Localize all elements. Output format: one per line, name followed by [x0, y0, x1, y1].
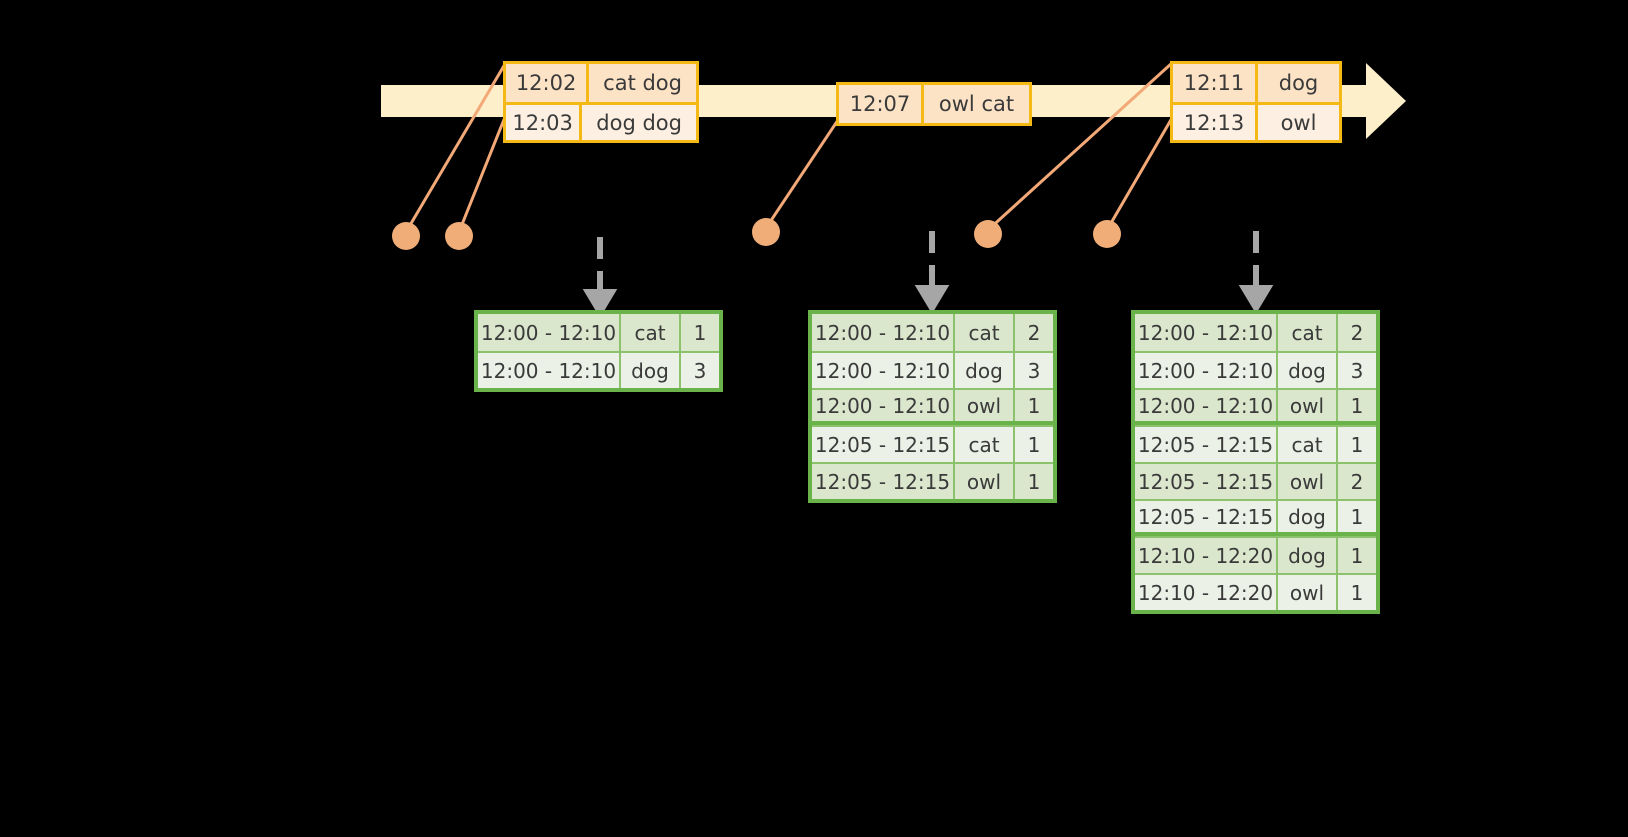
cell-key: owl	[955, 390, 1015, 421]
cell-window: 12:10 - 12:20	[1135, 538, 1278, 573]
cell-key: dog	[1278, 538, 1338, 573]
table-row[interactable]: 12:00 - 12:10 cat 2	[812, 314, 1053, 351]
cell-window: 12:05 - 12:15	[812, 464, 955, 499]
event-row[interactable]: 12:03 dog dog	[506, 102, 696, 140]
cell-window: 12:05 - 12:15	[1135, 464, 1278, 499]
table-row[interactable]: 12:10 - 12:20 dog 1	[1135, 536, 1376, 573]
cell-window: 12:00 - 12:10	[478, 353, 621, 388]
event-time: 12:13	[1173, 105, 1258, 140]
event-row[interactable]: 12:11 dog	[1173, 64, 1339, 102]
cell-window: 12:05 - 12:15	[1135, 501, 1278, 532]
event-time: 12:11	[1173, 64, 1258, 102]
cell-count: 3	[1027, 358, 1041, 383]
cell-window: 12:00 - 12:10	[1135, 314, 1278, 351]
event-connector-lines	[404, 61, 1174, 234]
event-time: 12:02	[506, 64, 590, 102]
table-row[interactable]: 12:00 - 12:10 dog 3	[1135, 351, 1376, 388]
cell-key: owl	[1278, 464, 1338, 499]
cell-count: 1	[1350, 432, 1364, 457]
result-table-2[interactable]: 12:00 - 12:10 cat 2 12:00 - 12:10 dog 3 …	[808, 310, 1057, 503]
result-flow-arrows	[582, 231, 1274, 318]
table-row[interactable]: 12:05 - 12:15 cat 1	[1135, 425, 1376, 462]
result-table-1[interactable]: 12:00 - 12:10 cat 1 12:00 - 12:10 dog 3	[474, 310, 723, 392]
event-box-1[interactable]: 12:02 cat dog 12:03 dog dog	[503, 61, 699, 143]
event-row[interactable]: 12:02 cat dog	[506, 64, 696, 102]
cell-window: 12:00 - 12:10	[812, 353, 955, 388]
event-sample-dots	[392, 218, 1121, 250]
event-dot-2	[445, 222, 473, 250]
table-row[interactable]: 12:00 - 12:10 dog 3	[812, 351, 1053, 388]
cell-window: 12:05 - 12:15	[1135, 427, 1278, 462]
table-row[interactable]: 12:05 - 12:15 cat 1	[812, 425, 1053, 462]
cell-key: cat	[955, 427, 1015, 462]
table-row[interactable]: 12:00 - 12:10 cat 1	[478, 314, 719, 351]
cell-window: 12:00 - 12:10	[478, 314, 621, 351]
event-time: 12:03	[506, 105, 583, 140]
cell-key: cat	[1278, 427, 1338, 462]
flow-arrow-1	[582, 237, 618, 318]
cell-window: 12:00 - 12:10	[812, 314, 955, 351]
event-row[interactable]: 12:07 owl cat	[839, 85, 1029, 123]
cell-key: cat	[621, 314, 681, 351]
cell-key: dog	[1278, 353, 1338, 388]
cell-key: dog	[621, 353, 681, 388]
event-dot-4	[974, 220, 1002, 248]
cell-count: 2	[1350, 320, 1364, 345]
cell-count: 1	[1027, 469, 1041, 494]
cell-key: dog	[1278, 501, 1338, 532]
table-row[interactable]: 12:00 - 12:10 owl 1	[1135, 388, 1376, 425]
table-row[interactable]: 12:00 - 12:10 owl 1	[812, 388, 1053, 425]
cell-count: 2	[1027, 320, 1041, 345]
event-payload: dog dog	[596, 110, 682, 135]
result-table-3[interactable]: 12:00 - 12:10 cat 2 12:00 - 12:10 dog 3 …	[1131, 310, 1380, 614]
cell-count: 2	[1350, 469, 1364, 494]
cell-window: 12:10 - 12:20	[1135, 575, 1278, 610]
event-payload: cat dog	[603, 71, 682, 95]
table-row[interactable]: 12:05 - 12:15 owl 1	[812, 462, 1053, 499]
event-row[interactable]: 12:13 owl	[1173, 102, 1339, 140]
table-row[interactable]: 12:10 - 12:20 owl 1	[1135, 573, 1376, 610]
cell-window: 12:05 - 12:15	[812, 427, 955, 462]
table-row[interactable]: 12:05 - 12:15 owl 2	[1135, 462, 1376, 499]
event-dot-3	[752, 218, 780, 246]
table-row[interactable]: 12:00 - 12:10 cat 2	[1135, 314, 1376, 351]
cell-key: owl	[1278, 390, 1338, 421]
cell-key: cat	[1278, 314, 1338, 351]
event-box-2[interactable]: 12:07 owl cat	[836, 82, 1032, 126]
flow-arrow-3	[1238, 231, 1274, 314]
cell-key: cat	[955, 314, 1015, 351]
event-payload: owl	[1280, 110, 1317, 135]
event-payload: dog	[1278, 71, 1319, 95]
cell-key: dog	[955, 353, 1015, 388]
cell-count: 1	[1350, 543, 1364, 568]
event-dot-1	[392, 222, 420, 250]
event-dot-5	[1093, 220, 1121, 248]
cell-window: 12:00 - 12:10	[1135, 390, 1278, 421]
cell-window: 12:00 - 12:10	[812, 390, 955, 421]
cell-count: 1	[1350, 504, 1364, 529]
cell-count: 3	[693, 358, 707, 383]
cell-count: 1	[1027, 393, 1041, 418]
cell-key: owl	[955, 464, 1015, 499]
cell-key: owl	[1278, 575, 1338, 610]
cell-count: 1	[1350, 393, 1364, 418]
cell-count: 1	[1350, 580, 1364, 605]
event-time: 12:07	[839, 85, 924, 123]
event-payload: owl cat	[938, 92, 1015, 116]
cell-window: 12:00 - 12:10	[1135, 353, 1278, 388]
table-row[interactable]: 12:05 - 12:15 dog 1	[1135, 499, 1376, 536]
cell-count: 1	[693, 320, 707, 345]
cell-count: 1	[1027, 432, 1041, 457]
event-box-3[interactable]: 12:11 dog 12:13 owl	[1170, 61, 1342, 143]
flow-arrow-2	[914, 231, 950, 314]
table-row[interactable]: 12:00 - 12:10 dog 3	[478, 351, 719, 388]
cell-count: 3	[1350, 358, 1364, 383]
